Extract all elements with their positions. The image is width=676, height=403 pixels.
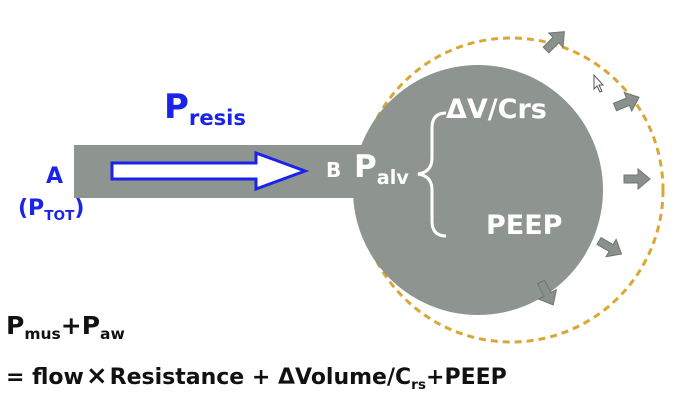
peep-text: PEEP [486,210,563,241]
p-tot-main: (P [18,196,45,221]
flow-arrow [110,150,310,192]
mouse-cursor-icon [593,73,605,93]
expansion-arrow-5 [536,279,558,306]
dv-crs-text: ΔV/Crs [446,94,547,125]
peep-label: PEEP [486,212,562,239]
expansion-arrow-4 [596,236,623,258]
p-resis-main: P [164,87,189,127]
p-alv-sub: alv [376,165,409,189]
equation-line-1: Pmus+Paw [6,311,125,342]
p-alv-label: Palv [354,149,409,187]
eq2-mid: Resistance + ΔVolume/C [109,365,412,390]
expansion-arrow-3 [623,167,651,191]
eq1-mus: mus [24,325,61,344]
p-alv-main: P [354,149,377,185]
eq2-peep: +PEEP [426,365,507,390]
point-b-text: B [326,158,342,182]
point-b-label: B [326,160,341,180]
eq1-p: P [6,311,25,340]
dv-crs-label: ΔV/Crs [446,96,547,123]
expanded-alveolus-outline [357,36,665,344]
p-resis-sub: resis [188,105,246,131]
point-a-label: A [46,166,63,188]
eq1-plus-p: +P [60,311,101,340]
expansion-arrow-2 [612,91,640,113]
alveolus [353,65,603,315]
point-a-text: A [46,164,64,189]
expansion-arrow-1 [542,31,565,54]
brace-icon [417,111,447,238]
equation-line-2: = flow×Resistance + ΔVolume/Crs+PEEP [6,361,507,392]
eq2-times: × [85,361,108,391]
p-tot-close: ) [74,196,85,221]
eq2-rs: rs [411,376,427,393]
p-tot-label: (PTOT) [18,196,85,223]
p-tot-sub: TOT [44,207,75,224]
eq2-flow: = flow [6,365,84,390]
eq1-aw: aw [100,325,125,344]
p-resis-label: Presis [164,87,246,128]
